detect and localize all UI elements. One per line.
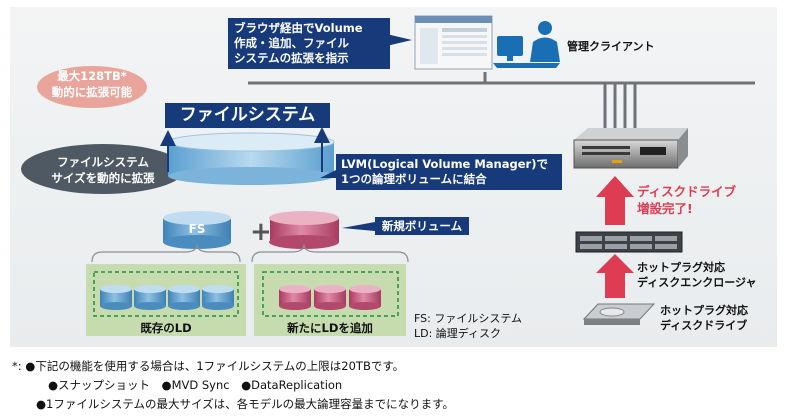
existing-ld-label: 既存のLD	[140, 321, 192, 335]
admin-user-icon	[493, 21, 560, 68]
client-callout-pointer	[378, 32, 412, 48]
legend: FS: ファイルシステム LD: 論理ディスク	[414, 311, 522, 341]
max-capacity-line2: 動的に拡張可能	[51, 85, 133, 99]
drive-line2: ディスクドライブ	[660, 319, 748, 332]
new-volume-callout: 新規ボリューム	[375, 217, 469, 235]
new-ld-label: 新たにLDを追加	[287, 321, 373, 335]
max-capacity-text: 最大128TB* 動的に拡張可能	[40, 68, 144, 100]
storage-server-icon	[573, 128, 688, 169]
lvm-line2: 1つの論理ボリュームに結合	[341, 172, 487, 186]
dynamic-expand-bubble	[21, 144, 185, 194]
client-callout: ブラウザ経由でVolume 作成・追加、ファイル システムの拡張を指示	[228, 18, 390, 69]
enclosure-line2: ディスクエンクロージャ	[637, 276, 757, 289]
drive-label: ホットプラグ対応 ディスクドライブ	[660, 303, 748, 333]
admin-client-label: 管理クライアント	[567, 40, 655, 53]
filesystem-cylinder	[167, 132, 335, 185]
footnote-line2: ●スナップショット ●MVD Sync ●DataReplication	[48, 378, 343, 392]
plus-sign: +	[250, 217, 272, 247]
client-callout-line3: システムの拡張を指示	[234, 51, 349, 65]
existing-ld-cylinders	[100, 285, 234, 310]
max-capacity-bubble	[37, 66, 147, 108]
disk-done-line2: 増設完了!	[637, 201, 693, 216]
dynamic-expand-line2: サイズを動的に拡張	[51, 171, 155, 185]
dynamic-expand-text: ファイルシステム サイズを動的に拡張	[38, 154, 168, 186]
max-capacity-line1: 最大128TB*	[57, 69, 127, 83]
client-callout-line1: ブラウザ経由でVolume	[234, 21, 363, 35]
footnotes: *: ●下記の機能を使用する場合は、1ファイルシステムの上限は20TBです。 ●…	[12, 357, 454, 414]
new-ld-cylinders	[279, 285, 381, 310]
enclosure-line1: ホットプラグ対応	[637, 261, 725, 274]
up-arrow-lower	[596, 254, 634, 298]
fs-cylinder	[163, 211, 231, 249]
disk-done-label: ディスクドライブ 増設完了!	[637, 183, 736, 217]
dynamic-expand-line1: ファイルシステム	[57, 155, 149, 169]
footnote-line3: ●1ファイルシステムの最大サイズは、各モデルの最大論理容量までになります。	[36, 397, 455, 411]
footnote-line1: *: ●下記の機能を使用する場合は、1ファイルシステムの上限は20TBです。	[12, 359, 405, 373]
up-arrow-upper	[596, 176, 634, 225]
disk-enclosure-icon	[575, 231, 683, 253]
disk-done-line1: ディスクドライブ	[637, 184, 737, 199]
disk-drive-icon	[582, 303, 656, 325]
lvm-callout: LVM(Logical Volume Manager)で 1つの論理ボリュームに…	[336, 154, 562, 190]
fs-cylinder-label: FS	[188, 222, 206, 236]
legend-fs: FS: ファイルシステム	[414, 312, 522, 325]
drive-line1: ホットプラグ対応	[660, 304, 748, 317]
browser-window-icon	[414, 15, 493, 70]
new-volume-cylinder	[269, 211, 339, 249]
lvm-line1: LVM(Logical Volume Manager)で	[341, 157, 548, 171]
client-callout-line2: 作成・追加、ファイル	[234, 36, 349, 50]
legend-ld: LD: 論理ディスク	[414, 327, 502, 340]
enclosure-label: ホットプラグ対応 ディスクエンクロージャ	[637, 260, 756, 290]
filesystem-title: ファイルシステム	[165, 103, 330, 128]
